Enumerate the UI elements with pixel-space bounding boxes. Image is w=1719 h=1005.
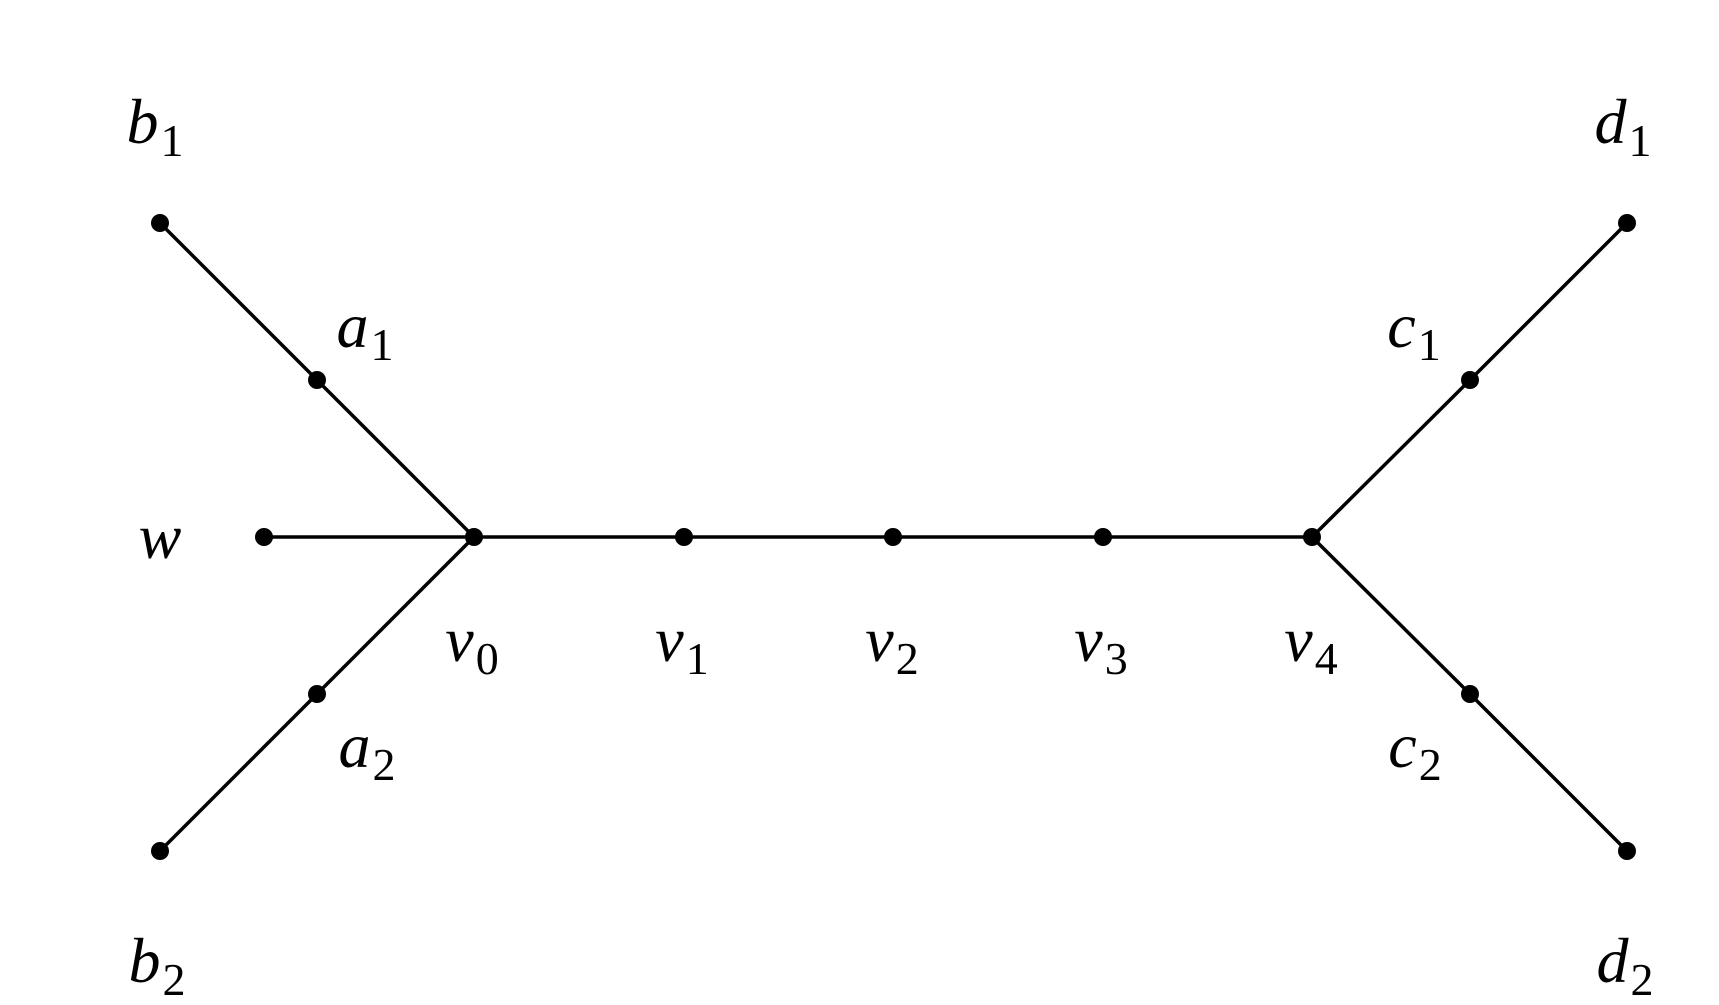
edge-v4-c1 — [1310, 378, 1472, 539]
vertex-label-c2: c2 — [1388, 714, 1441, 788]
vertex-d1 — [1618, 214, 1636, 232]
vertices-layer — [151, 214, 1636, 860]
vertex-c2 — [1461, 685, 1479, 703]
vertex-label-d1: d1 — [1595, 90, 1652, 164]
vertex-label-a1: a1 — [337, 294, 394, 368]
edge-b1-a1 — [158, 221, 319, 382]
vertex-label-b2: b2 — [129, 929, 186, 1003]
vertex-label-c1: c1 — [1387, 294, 1440, 368]
vertex-label-v1: v1 — [655, 608, 708, 682]
edge-a2-b2 — [158, 692, 319, 853]
vertex-v4 — [1303, 528, 1321, 546]
vertex-label-main: b — [128, 925, 161, 996]
vertex-label-w: w — [139, 505, 182, 569]
vertex-label-subscript: 0 — [475, 632, 499, 684]
edge-c1-d1 — [1468, 221, 1629, 382]
vertex-label-subscript: 2 — [162, 953, 186, 1005]
vertex-w — [255, 528, 273, 546]
vertex-label-main: w — [138, 501, 182, 572]
vertex-label-subscript: 4 — [1314, 632, 1338, 684]
vertex-label-subscript: 1 — [1417, 318, 1441, 370]
vertex-label-main: v — [445, 604, 474, 675]
vertex-label-main: c — [1387, 290, 1416, 361]
vertex-label-subscript: 2 — [895, 632, 919, 684]
vertex-label-d2: d2 — [1597, 929, 1654, 1003]
edges-layer — [158, 221, 1629, 853]
vertex-label-subscript: 1 — [1628, 114, 1652, 166]
vertex-label-main: v — [1074, 604, 1103, 675]
vertex-b1 — [151, 214, 169, 232]
vertex-label-v4: v4 — [1284, 608, 1337, 682]
vertex-label-subscript: 2 — [1630, 953, 1654, 1005]
vertex-v0 — [465, 528, 483, 546]
vertex-label-b1: b1 — [127, 90, 184, 164]
vertex-label-subscript: 1 — [370, 318, 394, 370]
vertex-label-main: a — [336, 290, 369, 361]
vertex-label-subscript: 3 — [1104, 632, 1128, 684]
vertex-label-v2: v2 — [865, 608, 918, 682]
vertex-b2 — [151, 842, 169, 860]
vertex-label-main: c — [1388, 710, 1417, 781]
vertex-label-subscript: 1 — [160, 114, 184, 166]
vertex-label-main: b — [126, 86, 159, 157]
vertex-a2 — [308, 685, 326, 703]
vertex-label-v0: v0 — [445, 608, 498, 682]
vertex-v2 — [884, 528, 902, 546]
vertex-c1 — [1461, 371, 1479, 389]
vertex-label-main: d — [1594, 86, 1627, 157]
vertex-label-subscript: 2 — [372, 738, 396, 790]
vertex-label-main: a — [338, 710, 371, 781]
edge-v4-c2 — [1310, 535, 1472, 696]
vertex-label-main: d — [1596, 925, 1629, 996]
vertex-label-a2: a2 — [339, 714, 396, 788]
vertex-label-main: v — [1284, 604, 1313, 675]
vertex-a1 — [308, 371, 326, 389]
vertex-label-subscript: 2 — [1418, 738, 1442, 790]
vertex-label-subscript: 1 — [685, 632, 709, 684]
edge-v0-a2 — [315, 535, 476, 696]
vertex-label-main: v — [865, 604, 894, 675]
edge-a1-v0 — [315, 378, 476, 539]
vertex-label-v3: v3 — [1074, 608, 1127, 682]
vertex-label-main: v — [655, 604, 684, 675]
vertex-d2 — [1618, 842, 1636, 860]
vertex-v3 — [1094, 528, 1112, 546]
edge-c2-d2 — [1468, 692, 1629, 853]
vertex-v1 — [675, 528, 693, 546]
